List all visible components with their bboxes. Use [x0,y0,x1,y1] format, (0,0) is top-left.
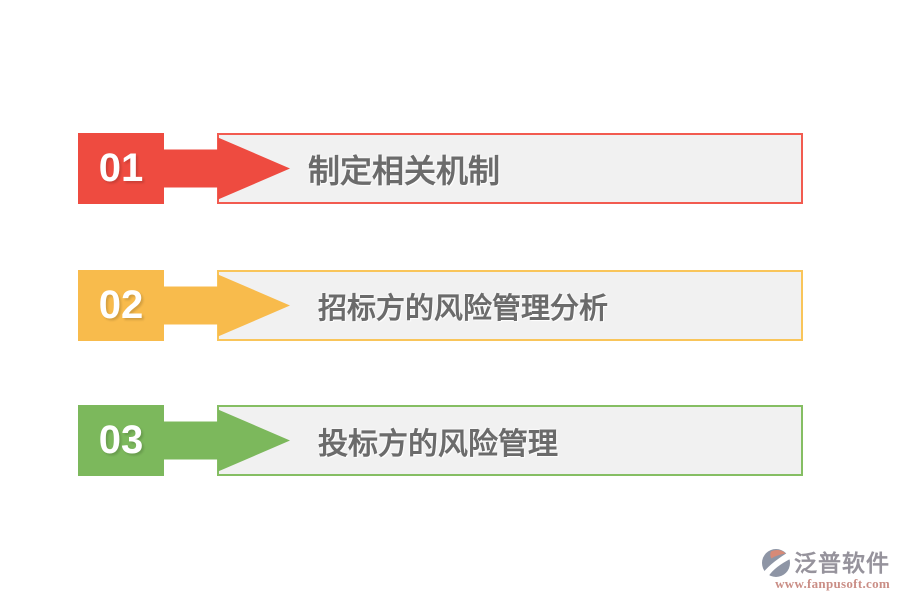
step-title-box: 投标方的风险管理 [217,405,803,476]
step-title-box: 制定相关机制 [217,133,803,204]
watermark-brand-row: 泛普软件 [761,548,890,578]
step-row-3: 03 投标方的风险管理 [0,405,900,476]
step-number-badge: 03 [78,405,164,476]
watermark-brand: 泛普软件 [794,550,890,576]
arrow-right-icon [164,409,290,472]
watermark: 泛普软件 www.fanpusoft.com [761,548,890,592]
step-row-2: 02 招标方的风险管理分析 [0,270,900,341]
step-row-1: 01 制定相关机制 [0,133,900,204]
step-number-badge: 02 [78,270,164,341]
arrow-right-icon [164,274,290,337]
step-title: 投标方的风险管理 [318,427,558,461]
step-title: 招标方的风险管理分析 [318,292,609,325]
step-title-box: 招标方的风险管理分析 [217,270,803,341]
step-number-badge: 01 [78,133,164,204]
watermark-url: www.fanpusoft.com [775,576,890,591]
arrow-right-icon [164,137,290,200]
step-title: 制定相关机制 [308,152,501,189]
fanpu-logo-icon [762,549,790,577]
